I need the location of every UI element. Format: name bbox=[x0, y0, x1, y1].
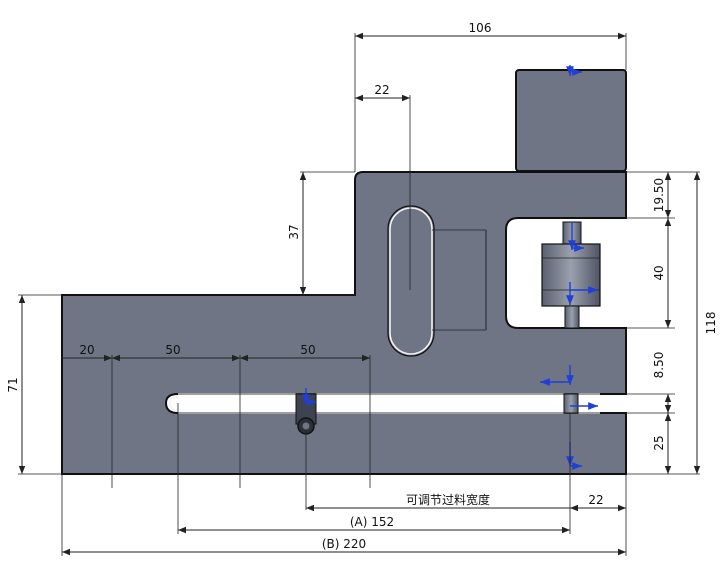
blue-reference-markers bbox=[302, 65, 598, 470]
dim-a-152: (A) 152 bbox=[350, 515, 394, 529]
dim-106: 106 bbox=[469, 21, 492, 35]
top-clamp-block bbox=[515, 69, 627, 172]
dim-71: 71 bbox=[6, 377, 20, 392]
dim-22-bottom: 22 bbox=[588, 493, 603, 507]
slot-bolt-hole bbox=[302, 422, 310, 430]
dim-40: 40 bbox=[652, 265, 666, 280]
dimension-lines bbox=[18, 32, 701, 556]
dim-118: 118 bbox=[704, 312, 718, 335]
horizontal-slot-end bbox=[169, 396, 179, 411]
vertical-slot-outline bbox=[387, 205, 435, 357]
lower-pin bbox=[563, 393, 579, 414]
dim-50-a: 50 bbox=[165, 343, 180, 357]
extension-lines bbox=[18, 33, 700, 556]
main-bracket-body bbox=[61, 171, 627, 475]
dim-50-b: 50 bbox=[300, 343, 315, 357]
dim-19-50: 19.50 bbox=[652, 178, 666, 212]
vertical-adjust-slot bbox=[389, 207, 433, 355]
dim-20: 20 bbox=[79, 343, 94, 357]
screw-shaft bbox=[564, 305, 580, 329]
hex-nut bbox=[541, 243, 601, 307]
adjustable-width-label: 可调节过料宽度 bbox=[406, 492, 490, 507]
dimension-labels: 106 22 37 19.50 40 118 8.50 25 71 20 50 … bbox=[6, 21, 718, 551]
dim-8-50: 8.50 bbox=[652, 352, 666, 379]
dim-37: 37 bbox=[287, 224, 301, 239]
dim-b-220: (B) 220 bbox=[322, 537, 366, 551]
dim-22-top: 22 bbox=[374, 83, 389, 97]
dim-25: 25 bbox=[652, 435, 666, 450]
